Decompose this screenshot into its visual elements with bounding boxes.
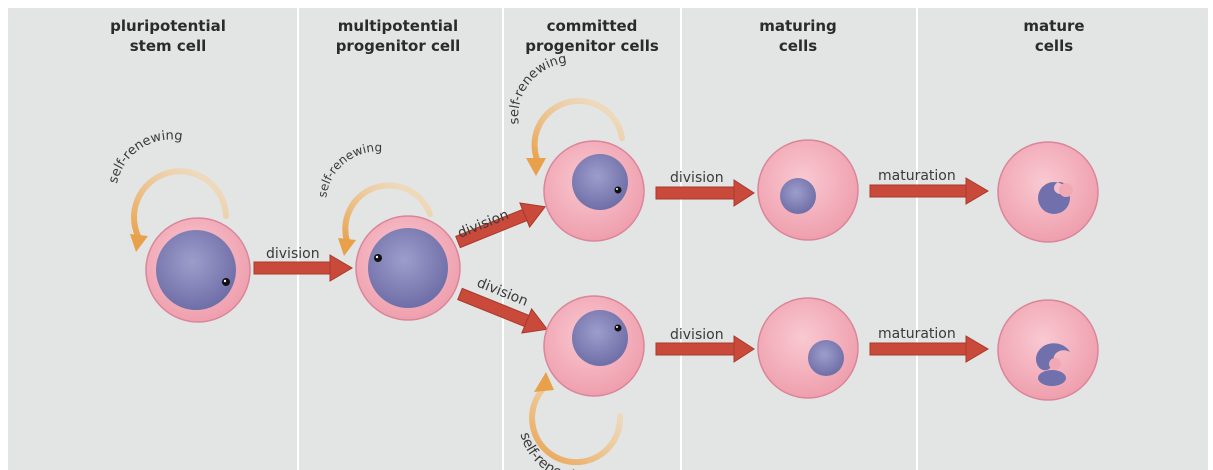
pluripotential-stem-cell xyxy=(146,218,250,322)
division-label: division xyxy=(266,246,320,262)
division-label: division xyxy=(670,327,724,343)
multipotential-progenitor-cell xyxy=(356,216,460,320)
diagram-frame: pluripotential stem cell multipotential … xyxy=(8,8,1208,470)
maturation-label: maturation xyxy=(878,168,956,184)
maturing-cell xyxy=(758,140,858,240)
self-renewing-label: self-renewing xyxy=(106,128,183,185)
cell-lineage-diagram: self-renewing self-renewing self-renewin… xyxy=(8,8,1208,470)
maturing-cell xyxy=(758,298,858,398)
mature-cell xyxy=(998,300,1098,400)
self-renewing-label: self-renewing xyxy=(507,52,568,125)
division-label: division xyxy=(670,170,724,186)
mature-cell xyxy=(998,142,1098,242)
committed-progenitor-cell xyxy=(544,296,644,396)
maturation-label: maturation xyxy=(878,326,956,342)
committed-progenitor-cell xyxy=(544,141,644,241)
